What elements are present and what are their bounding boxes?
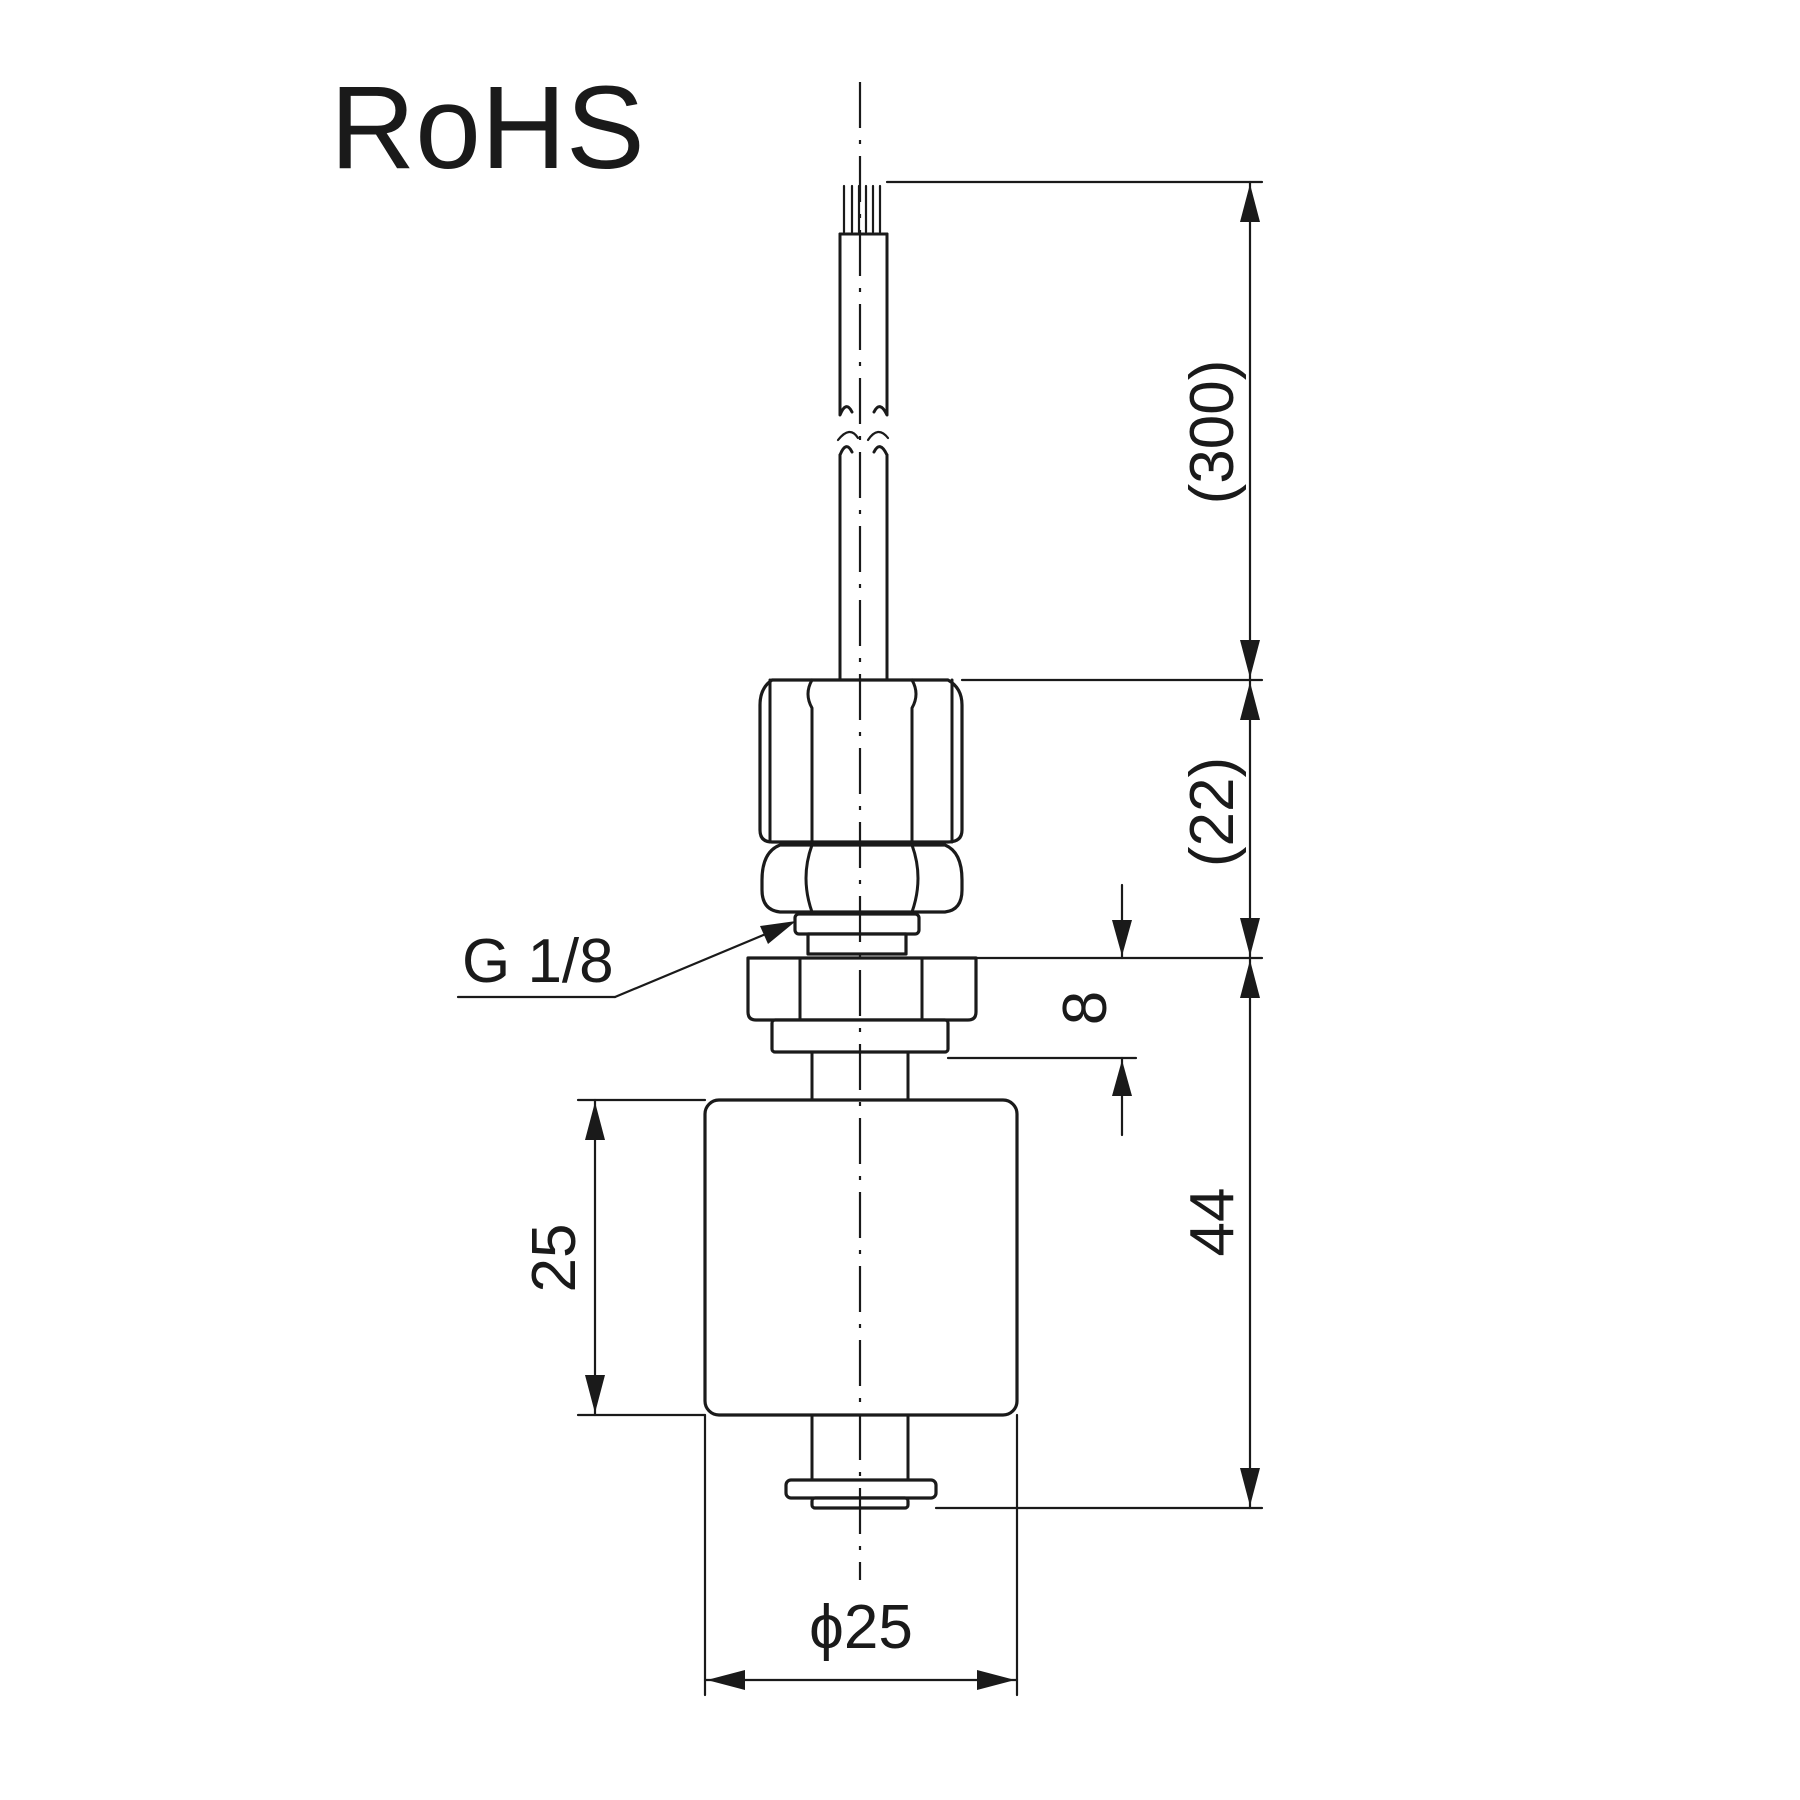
dimension-head-height: (22) — [974, 678, 1264, 960]
thread-leader: G 1/8 — [456, 921, 796, 999]
cable-gland-hex — [758, 678, 964, 844]
dimension-cable-length: (300) — [885, 180, 1264, 682]
flange-nut — [746, 956, 978, 1054]
cable — [836, 184, 890, 682]
thread-label: G 1/8 — [462, 927, 614, 996]
dimension-label-25: 25 — [520, 1224, 589, 1293]
lock-nut-hex — [760, 843, 964, 914]
dimension-float-height: 25 — [520, 1098, 707, 1417]
dimension-label-44: 44 — [1178, 1188, 1247, 1257]
rohs-title: RoHS — [330, 62, 645, 194]
dimension-stem-length: 44 — [934, 956, 1264, 1510]
stem — [810, 1050, 910, 1482]
dimension-label-22: (22) — [1178, 757, 1247, 867]
thread-section — [793, 912, 921, 956]
dimension-float-diameter: ϕ25 — [703, 1413, 1019, 1697]
dimension-flange-thickness: 8 — [946, 883, 1138, 1137]
dimension-label-300: (300) — [1178, 360, 1247, 505]
dimension-label-diameter: ϕ25 — [809, 1593, 913, 1662]
dimension-label-8: 8 — [1051, 991, 1120, 1025]
